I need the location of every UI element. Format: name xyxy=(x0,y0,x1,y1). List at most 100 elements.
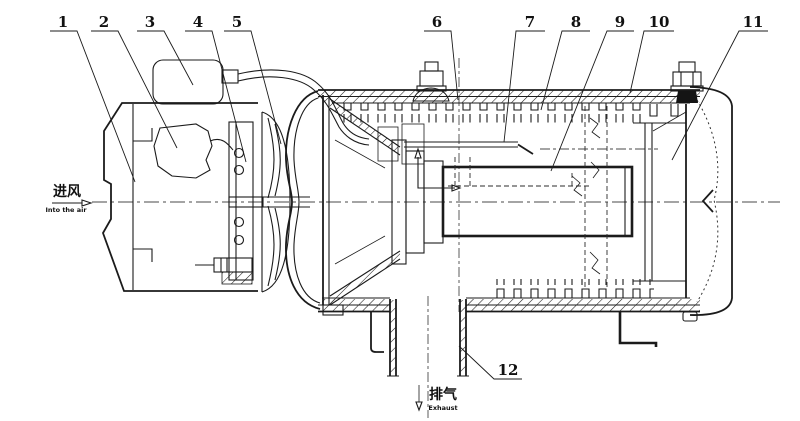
part-label-2: 2 xyxy=(99,13,109,31)
bolt-cap xyxy=(424,61,439,72)
fan-volute-housing xyxy=(285,90,330,310)
end-cap-chevron xyxy=(701,189,714,213)
flow-arrows xyxy=(414,147,462,192)
impeller-outline xyxy=(261,111,291,293)
heat-exchanger-fins-bottom xyxy=(488,279,654,298)
chamber-diagonal xyxy=(652,111,687,132)
fin-tooth xyxy=(670,104,679,117)
leader-line-1 xyxy=(50,30,136,183)
inlet-label-cn: 进风 xyxy=(53,184,81,200)
leader-line-6 xyxy=(424,30,459,101)
evaporator-inlet xyxy=(377,126,399,162)
evaporator-body xyxy=(401,123,425,165)
impeller-blade xyxy=(267,205,275,287)
hidden-sensor-band xyxy=(584,106,608,290)
tube-outline xyxy=(441,165,634,238)
screw-head xyxy=(233,216,245,228)
fin-tooth xyxy=(649,104,658,117)
cone-bottom-wall-hatch xyxy=(330,251,400,305)
bracket-plate xyxy=(228,121,254,281)
cone-top-wall-hatch xyxy=(330,99,400,155)
leader-line-11 xyxy=(671,30,768,161)
hidden-evaporator xyxy=(454,157,573,186)
inlet-arrowhead xyxy=(81,199,93,207)
controller-outline xyxy=(153,123,213,179)
cover-outline xyxy=(152,59,224,105)
bolt-body xyxy=(419,70,444,87)
flow-arrowhead-up xyxy=(414,147,422,159)
part-label-1: 1 xyxy=(58,13,68,31)
fuel-pipe-inner xyxy=(237,76,370,146)
part-label-10: 10 xyxy=(649,13,670,31)
housing-step-bottom xyxy=(133,248,153,262)
screw-head xyxy=(233,234,245,246)
cover-connector xyxy=(221,69,239,84)
leader-line-2 xyxy=(91,30,178,149)
diffuser-cone xyxy=(329,98,401,306)
fitting-hatch xyxy=(222,272,252,284)
exhaust-label-en: Exhaust xyxy=(428,404,457,412)
motor-bracket xyxy=(228,121,254,281)
hidden-squiggle xyxy=(590,161,600,179)
fuel-fitting xyxy=(195,257,253,285)
z-bracket xyxy=(618,312,658,347)
hidden-squiggle xyxy=(589,251,601,275)
hidden-squiggle xyxy=(571,175,583,197)
exhaust-wall-hatch-r xyxy=(460,300,466,375)
housing-outline xyxy=(102,102,258,292)
part-label-11: 11 xyxy=(743,13,764,31)
bolt-hex xyxy=(672,71,702,87)
end-cap xyxy=(689,86,733,316)
exhaust-annotation: 排气 Exhaust xyxy=(415,385,458,412)
hook-bracket xyxy=(370,311,384,353)
hidden-lines xyxy=(448,106,608,290)
exhaust-arrowhead xyxy=(415,401,423,412)
fuel-inlet-bolt xyxy=(412,61,450,102)
impeller-blade xyxy=(274,123,281,197)
part-label-8: 8 xyxy=(571,13,581,31)
part-label-3: 3 xyxy=(145,13,155,31)
screw-head xyxy=(233,164,245,176)
fitting-body xyxy=(213,257,253,273)
fitting-hatch-border xyxy=(221,271,253,285)
combustion-fan-impeller xyxy=(261,111,291,293)
combustion-chamber-tube xyxy=(441,165,634,238)
part-callouts: 1 2 3 4 5 6 7 8 9 10 11 12 xyxy=(50,13,768,380)
glow-pin-tip xyxy=(517,143,534,155)
shaft-body xyxy=(228,196,264,208)
exhaust-wall-hatch-l xyxy=(390,300,396,375)
leader-line-7 xyxy=(503,30,545,143)
leader-line-12 xyxy=(458,345,522,380)
part-label-5: 5 xyxy=(232,13,242,31)
part-label-6: 6 xyxy=(432,13,442,31)
impeller-blade xyxy=(267,117,275,199)
leader-line-5 xyxy=(224,30,282,145)
exhaust-walls xyxy=(389,299,467,376)
hidden-squiggle xyxy=(589,117,601,139)
housing-step-top xyxy=(133,128,153,142)
leader-line-8 xyxy=(540,30,590,111)
end-cap-outline xyxy=(689,86,733,316)
case-tab-left xyxy=(322,304,344,316)
flow-arrowhead-right xyxy=(451,184,462,192)
bolt-seat xyxy=(676,91,698,103)
case-tab-right xyxy=(682,311,698,322)
cone-inner-lines xyxy=(334,139,386,265)
leader-line-3 xyxy=(137,30,194,86)
air-inlet-annotation: 进风 Into the air xyxy=(45,184,93,214)
exhaust-pipe xyxy=(387,299,469,377)
exhaust-label-cn: 排气 xyxy=(429,386,457,403)
glow-pin xyxy=(404,141,534,155)
motor-shaft xyxy=(228,196,310,208)
bolt-cap xyxy=(678,61,696,73)
leader-line-10 xyxy=(629,30,674,94)
leader-line-4 xyxy=(185,30,247,163)
impeller-blade xyxy=(274,207,281,281)
part-label-4: 4 xyxy=(193,13,203,31)
right-chamber xyxy=(633,104,687,298)
heat-exchanger-fins-top xyxy=(338,103,644,123)
cone-bottom-wall xyxy=(329,250,401,306)
bolt-washer xyxy=(416,85,447,92)
